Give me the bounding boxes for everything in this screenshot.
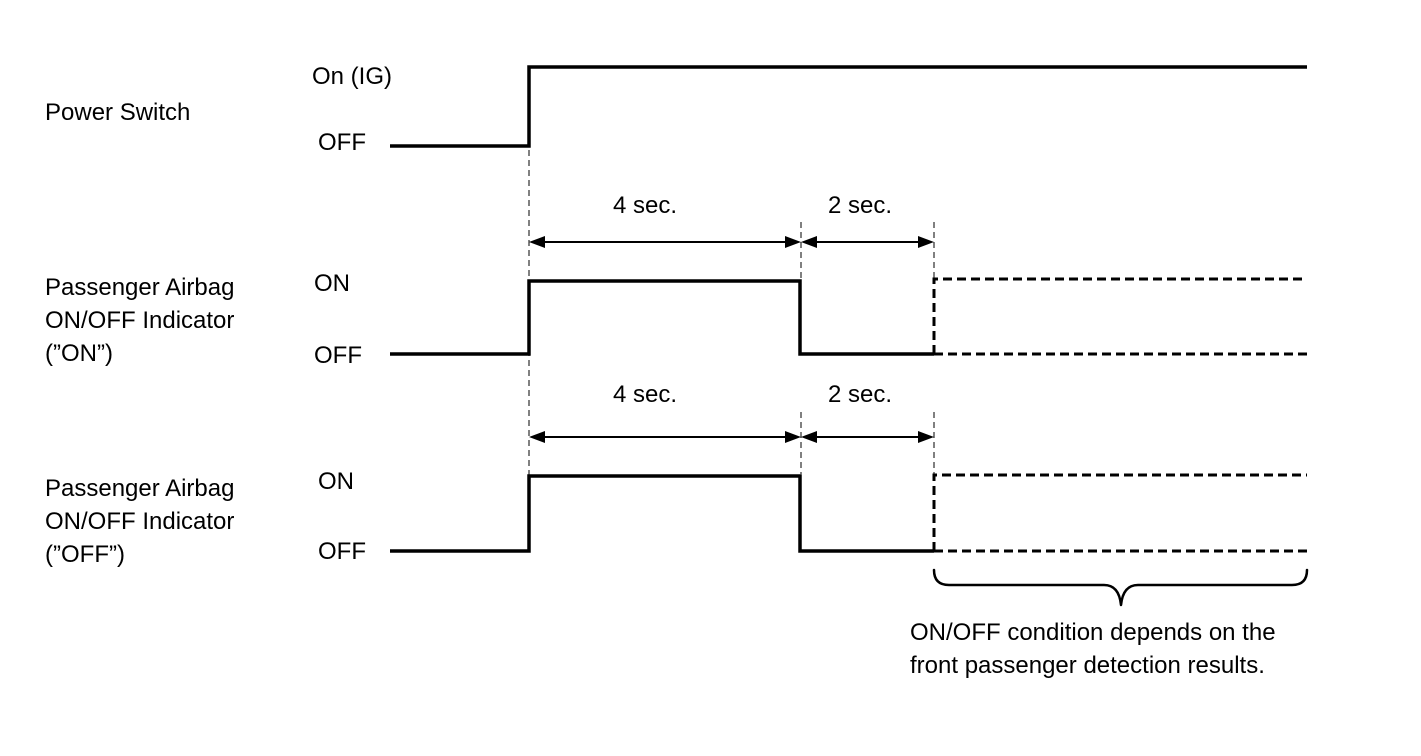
indicator-off-label-line3: (”OFF”) [45,541,125,568]
indicator-off-interval-4sec-label: 4 sec. [613,381,677,408]
note-line2: front passenger detection results. [910,652,1265,679]
power-switch-on-level-label: On (IG) [312,63,392,90]
indicator-on-label-line1: Passenger Airbag [45,274,234,301]
indicator-on-undetermined-waveform [932,277,1307,356]
indicator-off-waveform [390,474,934,553]
indicator-off-dimension-arrows [529,431,934,443]
indicator-on-interval-2sec-label: 2 sec. [828,192,892,219]
indicator-off-low-level-label: OFF [318,538,366,565]
indicator-on-label-line2: ON/OFF Indicator [45,307,234,334]
indicator-on-high-level-label: ON [314,270,350,297]
indicator-off-label-line1: Passenger Airbag [45,475,234,502]
indicator-off-high-level-label: ON [318,468,354,495]
note-line1: ON/OFF condition depends on the [910,619,1276,646]
indicator-on-waveform [390,279,934,356]
indicator-on-label-line3: (”ON”) [45,340,113,367]
undetermined-range-brace [932,568,1309,607]
indicator-on-low-level-label: OFF [314,342,362,369]
indicator-on-dimension-arrows [529,236,934,248]
power-switch-label: Power Switch [45,99,190,126]
power-switch-waveform [390,65,1307,148]
indicator-off-label-line2: ON/OFF Indicator [45,508,234,535]
indicator-off-interval-2sec-label: 2 sec. [828,381,892,408]
power-switch-off-level-label: OFF [318,129,366,156]
indicator-off-undetermined-waveform [932,473,1307,553]
indicator-on-interval-4sec-label: 4 sec. [613,192,677,219]
